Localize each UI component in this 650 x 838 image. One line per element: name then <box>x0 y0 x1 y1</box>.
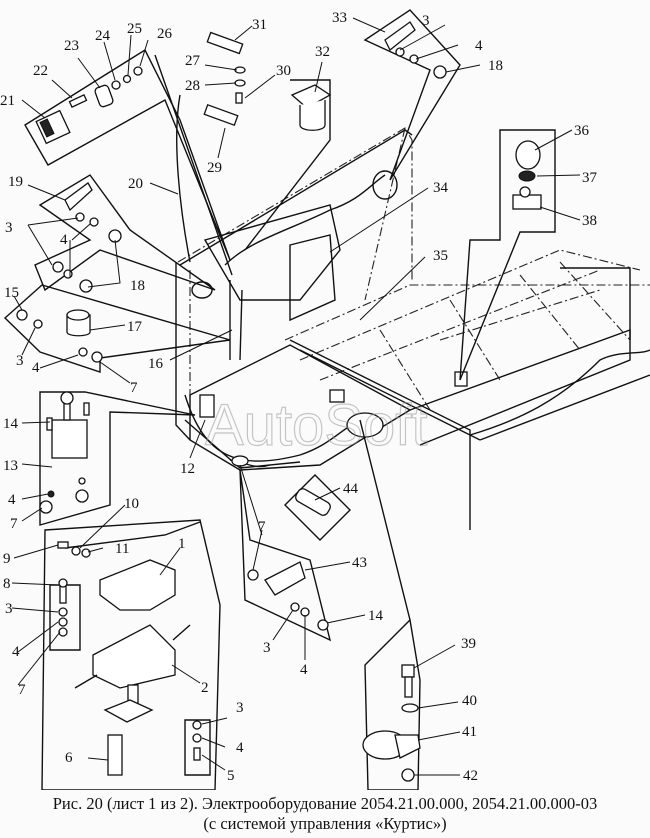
callout-44: 44 <box>343 481 359 497</box>
callout-3-f: 3 <box>263 640 271 656</box>
callout-23: 23 <box>64 38 79 54</box>
callout-18-b: 18 <box>488 58 503 74</box>
callout-3-c: 3 <box>16 353 24 369</box>
callout-27: 27 <box>185 53 201 69</box>
callout-15: 15 <box>4 285 19 301</box>
callout-36: 36 <box>574 123 590 139</box>
callout-5: 5 <box>227 768 235 784</box>
callout-40: 40 <box>462 693 477 709</box>
callout-7-a: 7 <box>10 516 18 532</box>
callout-3-e: 3 <box>236 700 244 716</box>
callout-33: 33 <box>332 10 347 26</box>
callout-14-a: 14 <box>3 416 19 432</box>
callout-7-d: 7 <box>258 519 266 535</box>
callout-35: 35 <box>433 248 448 264</box>
callout-3-d: 3 <box>5 601 13 617</box>
callout-26: 26 <box>157 26 173 42</box>
parts <box>16 21 542 782</box>
callout-16: 16 <box>148 356 164 372</box>
callout-31: 31 <box>252 17 267 33</box>
callout-7-b: 7 <box>130 380 138 396</box>
callout-39: 39 <box>461 636 476 652</box>
callout-7-c: 7 <box>18 682 26 698</box>
callout-25: 25 <box>127 21 142 37</box>
callout-6: 6 <box>65 750 73 766</box>
callout-37: 37 <box>582 170 598 186</box>
figure-caption-line-1: Рис. 20 (лист 1 из 2). Электрооборудован… <box>52 794 598 813</box>
callout-13: 13 <box>3 458 18 474</box>
callout-21: 21 <box>0 93 15 109</box>
callout-4-e: 4 <box>12 644 20 660</box>
figure-caption-line-2: (с системой управления «Куртис») <box>203 814 447 833</box>
callout-43: 43 <box>352 555 367 571</box>
callout-4-f: 4 <box>236 740 244 756</box>
callout-28: 28 <box>185 78 200 94</box>
callout-30: 30 <box>276 63 291 79</box>
callout-3-a: 3 <box>5 220 13 236</box>
callout-41: 41 <box>462 724 477 740</box>
callout-9: 9 <box>3 551 11 567</box>
callout-4-c: 4 <box>32 360 40 376</box>
callout-4-a: 4 <box>60 232 68 248</box>
callout-32: 32 <box>315 44 330 60</box>
electrical-equipment-diagram: AutoSoft <box>0 9 650 790</box>
callout-29: 29 <box>207 160 222 176</box>
callout-24: 24 <box>95 28 111 44</box>
callout-17: 17 <box>127 319 143 335</box>
callout-2: 2 <box>201 680 209 696</box>
watermark: AutoSoft <box>205 393 427 458</box>
callout-labels: 1 2 3 4 5 6 7 8 9 10 11 12 13 14 15 16 1… <box>0 10 598 784</box>
callout-38: 38 <box>582 213 597 229</box>
leader-lines <box>11 17 581 776</box>
callout-18-a: 18 <box>130 278 145 294</box>
callout-42: 42 <box>463 768 478 784</box>
callout-11: 11 <box>115 541 129 557</box>
callout-1: 1 <box>178 536 186 552</box>
callout-14-b: 14 <box>368 608 384 624</box>
callout-19: 19 <box>8 174 23 190</box>
vehicle-frame <box>175 94 650 530</box>
callout-8: 8 <box>3 576 11 592</box>
callout-12: 12 <box>180 461 195 477</box>
callout-10: 10 <box>124 496 139 512</box>
callout-4-d: 4 <box>8 492 16 508</box>
callout-4-b: 4 <box>475 38 483 54</box>
callout-3-b: 3 <box>422 13 430 29</box>
callout-22: 22 <box>33 63 48 79</box>
callout-4-g: 4 <box>300 662 308 678</box>
callout-20: 20 <box>128 176 143 192</box>
callout-34: 34 <box>433 180 449 196</box>
